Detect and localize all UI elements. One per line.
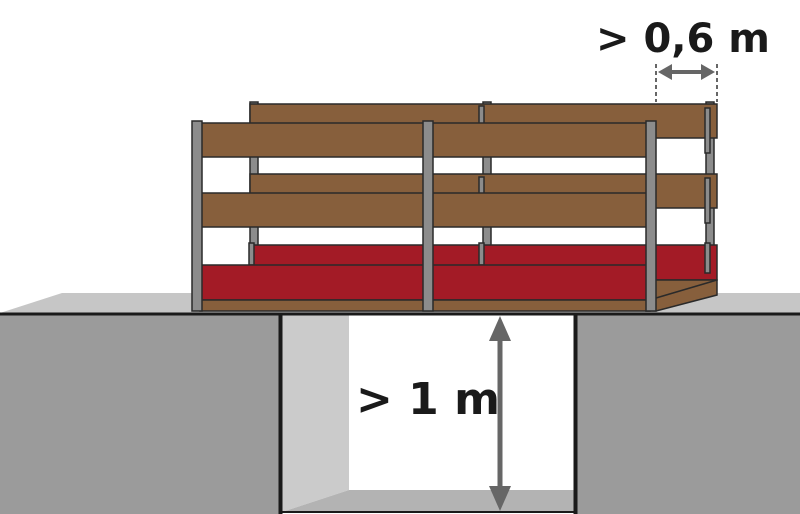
pit-left-wall — [282, 314, 349, 512]
width-label: > 0,6 m — [596, 16, 770, 62]
back-post-clip — [704, 177, 711, 224]
back-post-clip — [478, 105, 485, 125]
back-post-clip — [248, 242, 255, 266]
arrow-down-icon — [489, 486, 511, 511]
arrow-left-icon — [658, 64, 672, 80]
front-post — [422, 120, 434, 312]
back-post-clip — [478, 242, 485, 266]
width-dimension: > 0,6 m — [596, 16, 770, 102]
pit — [279, 314, 577, 514]
ground-left-block — [0, 312, 282, 514]
front-post — [645, 120, 657, 312]
ground-right-block — [574, 312, 800, 514]
arrow-up-icon — [489, 316, 511, 341]
back-post-clip — [704, 242, 711, 274]
front-guardrail — [191, 120, 657, 312]
depth-dimension: > 1 m — [356, 316, 511, 511]
depth-label: > 1 m — [356, 374, 500, 425]
arrow-right-icon — [701, 64, 715, 80]
front-post — [191, 120, 203, 312]
back-post-clip — [704, 107, 711, 154]
